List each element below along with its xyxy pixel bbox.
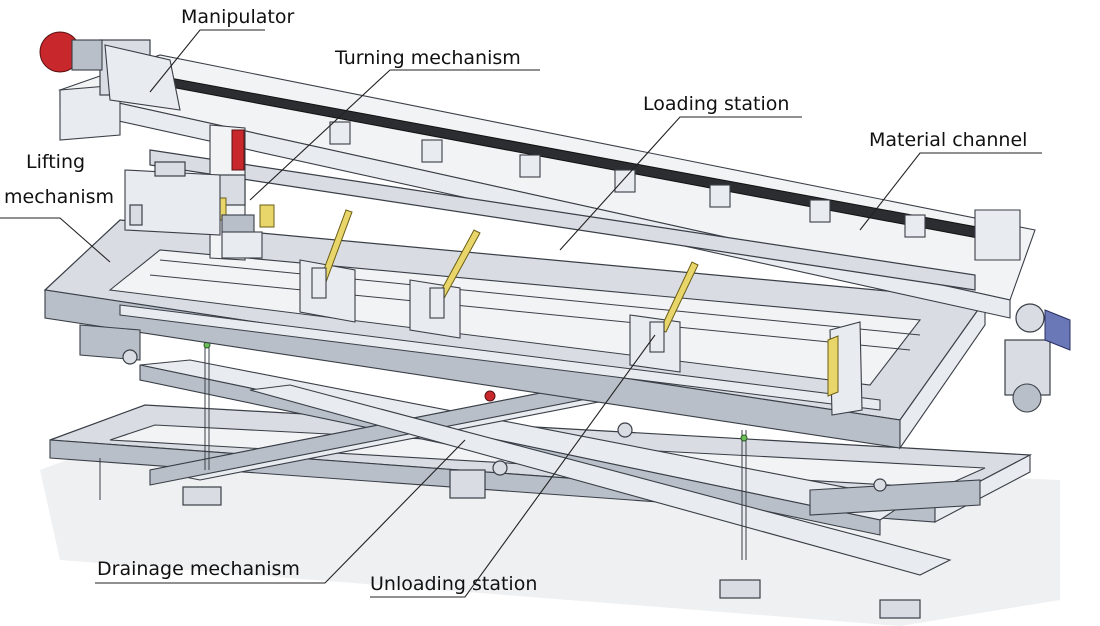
lifting-mechanism-leader [0, 217, 111, 263]
label-material-channel: Material channel [869, 129, 1027, 151]
lifting-mechanism [124, 161, 221, 236]
scissor-lift [139, 329, 981, 576]
label-lifting-line1: Lifting [26, 151, 85, 173]
material-channel-leader [859, 152, 1042, 231]
loading-arms [299, 209, 863, 416]
label-lifting-line2: mechanism [4, 186, 114, 208]
manipulator-leader [149, 29, 265, 93]
label-turning-mechanism: Turning mechanism [334, 47, 521, 69]
label-loading-station: Loading station [643, 93, 789, 115]
turning-mechanism-leader [249, 69, 540, 201]
label-manipulator: Manipulator [181, 6, 294, 28]
leader-lines [0, 29, 1042, 598]
manipulator [39, 31, 181, 141]
drainage-mechanism-leader [95, 439, 466, 584]
label-drainage-mechanism: Drainage mechanism [97, 558, 300, 580]
unloading-station-leader [370, 334, 656, 598]
loading-station-leader [559, 116, 802, 251]
label-unloading-station: Unloading station [370, 573, 537, 595]
material-channel [57, 54, 1071, 413]
